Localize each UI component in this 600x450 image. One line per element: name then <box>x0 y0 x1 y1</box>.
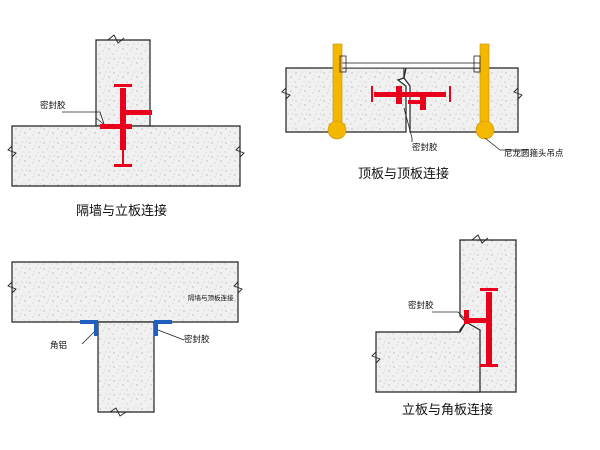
hoist-point-right <box>473 43 495 140</box>
break-line <box>109 407 127 417</box>
break-line <box>107 34 125 44</box>
break-line <box>513 87 523 100</box>
angle-leader <box>81 331 95 345</box>
angle-aluminum-right <box>154 320 172 336</box>
break-line <box>371 351 381 364</box>
sealant-label: 密封胶 <box>184 334 210 345</box>
sealant-leader <box>403 107 413 142</box>
break-line <box>281 87 291 100</box>
sealant-label: 密封胶 <box>40 100 66 111</box>
diagram-caption: 隔墙与立板连接 <box>76 203 167 219</box>
hoist-label: 尼龙圆箍头吊点 <box>504 148 564 159</box>
roof-to-roof-diagram: 密封胶 尼龙圆箍头吊点 顶板与顶板连接 <box>281 43 564 182</box>
break-line <box>233 281 243 294</box>
top-beam <box>11 261 239 323</box>
partition-to-wall-diagram: 密封胶 隔墙与立板连接 <box>7 34 245 219</box>
hoist-leader <box>484 137 528 151</box>
angle-joint-diagram: 角铝 密封胶 隔墙与顶板连接 <box>7 261 243 417</box>
wall-to-corner-diagram: 密封胶 立板与角板连接 <box>371 234 517 418</box>
sealant-label: 密封胶 <box>408 300 434 311</box>
horizontal-slab <box>11 125 241 187</box>
sealant-connector <box>464 288 498 367</box>
sealant-label: 密封胶 <box>412 142 438 153</box>
beam-label: 隔墙与顶板连接 <box>188 293 234 302</box>
angle-aluminum-left <box>80 320 98 336</box>
vertical-wall <box>97 321 155 413</box>
angle-label: 角铝 <box>50 340 67 351</box>
break-line <box>7 281 17 294</box>
corner-panel <box>375 321 481 393</box>
sealant-connector <box>371 86 451 110</box>
left-roof-slab <box>285 67 407 133</box>
sealant-leader <box>157 329 185 341</box>
sealant-leader <box>62 111 105 125</box>
diagram-caption: 顶板与顶板连接 <box>358 166 449 182</box>
break-line <box>235 145 245 158</box>
sealant-connector <box>100 84 152 167</box>
top-cover-plate <box>334 62 484 69</box>
break-line <box>7 145 17 158</box>
hoist-point-left <box>327 43 347 140</box>
sealant-leader <box>432 311 465 319</box>
break-line <box>471 234 489 244</box>
diagram-caption: 立板与角板连接 <box>402 402 493 418</box>
